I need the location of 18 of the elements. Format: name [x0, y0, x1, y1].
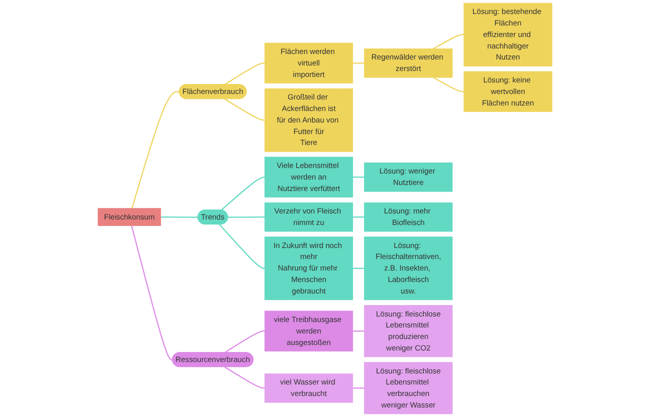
connector: [352, 176, 364, 178]
connector: [352, 268, 364, 269]
connector: [433, 34, 464, 50]
connector: [131, 226, 172, 360]
connector: [352, 216, 364, 218]
connector: [219, 224, 265, 269]
connector: [224, 366, 265, 389]
connector: [352, 330, 364, 332]
connector: [228, 216, 265, 218]
connector: [160, 216, 198, 218]
connector: [352, 388, 364, 389]
connector: [224, 62, 265, 86]
connector: [224, 98, 265, 121]
connector: [433, 77, 464, 92]
connector: [352, 62, 364, 64]
connector: [220, 176, 265, 210]
connector: [224, 330, 265, 354]
connector: [131, 91, 180, 208]
